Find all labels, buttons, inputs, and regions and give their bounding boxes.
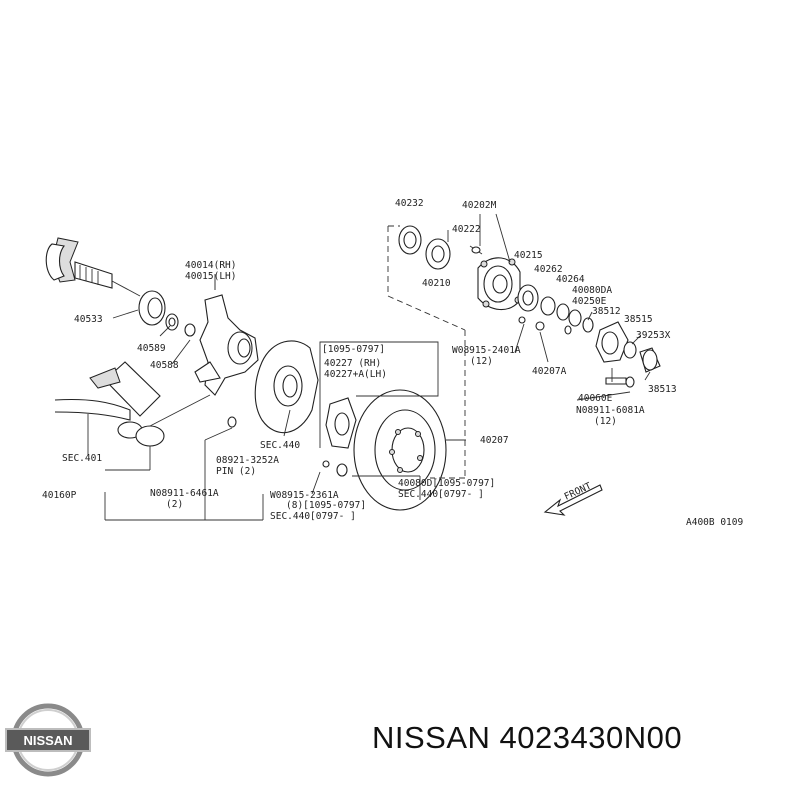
label-40227a: 40227+A(LH): [324, 369, 387, 380]
label-w08915-2401a: W08915-2401A: [452, 345, 521, 356]
steering-knuckle: [194, 280, 259, 396]
label-40215: 40215: [514, 250, 543, 261]
hub-assembly: [398, 225, 661, 388]
label-n08911-6081a: N08911-6081A: [576, 405, 645, 416]
bolt-set: [227, 416, 348, 477]
label-pin: PIN (2): [216, 466, 256, 477]
label-sec440: SEC.440: [260, 440, 300, 451]
page-title: NISSAN 4023430N00: [372, 720, 683, 755]
label-38515: 38515: [624, 314, 653, 325]
diagram-code: A400B 0109: [686, 517, 743, 528]
drive-shaft: [45, 237, 141, 297]
label-40264: 40264: [556, 274, 585, 285]
label-40588: 40588: [150, 360, 179, 371]
label-sec401: SEC.401: [62, 453, 102, 464]
label-40533: 40533: [74, 314, 103, 325]
label-40210: 40210: [422, 278, 451, 289]
label-40250e: 40250E: [572, 296, 607, 307]
leader-lines: [87, 213, 651, 521]
caliper-bracket: [325, 397, 357, 449]
label-40014: 40014(RH): [185, 260, 236, 271]
front-arrow: FRONT: [543, 481, 603, 516]
label-w08915-2401a-qty: (12): [470, 356, 493, 367]
label-38512: 38512: [592, 306, 621, 317]
label-40080da: 40080DA: [572, 285, 612, 296]
part-labels: 40232 40202M 40222 40215 40210 40262 402…: [42, 198, 743, 528]
label-40262: 40262: [534, 264, 563, 275]
label-sec440-c: SEC.440[0797- ]: [398, 489, 484, 500]
label-40222: 40222: [452, 224, 481, 235]
label-40080d: 40080D[1095-0797]: [398, 478, 495, 489]
nissan-logo: NISSAN: [5, 703, 91, 777]
label-40227: 40227 (RH): [324, 358, 381, 369]
label-w08915-2361a: W08915-2361A: [270, 490, 339, 501]
label-sec440-b: SEC.440[0797- ]: [270, 511, 356, 522]
label-38513: 38513: [648, 384, 677, 395]
label-40589: 40589: [137, 343, 166, 354]
dust-shield: [254, 340, 319, 434]
seal-40589: [165, 313, 196, 337]
label-40202m: 40202M: [462, 200, 497, 211]
lower-arm: [54, 361, 211, 447]
label-39253x: 39253X: [636, 330, 671, 341]
label-40207a: 40207A: [532, 366, 567, 377]
label-40160p: 40160P: [42, 490, 77, 501]
label-n08911-6081a-qty: (12): [594, 416, 617, 427]
label-40232: 40232: [395, 198, 424, 209]
logo-text: NISSAN: [23, 733, 72, 748]
label-w08915-2361a-qty: (8)[1095-0797]: [286, 500, 366, 511]
label-40015: 40015(LH): [185, 271, 236, 282]
label-n08911-6461a-qty: (2): [166, 499, 183, 510]
label-n08911-6461a: N08911-6461A: [150, 488, 219, 499]
label-40060e: 40060E: [578, 393, 613, 404]
bearing-40533: [138, 290, 166, 326]
label-bracket-range: [1095-0797]: [322, 344, 385, 355]
label-40207: 40207: [480, 435, 509, 446]
brake-rotor: [353, 389, 447, 511]
label-08921-3252a: 08921-3252A: [216, 455, 279, 466]
